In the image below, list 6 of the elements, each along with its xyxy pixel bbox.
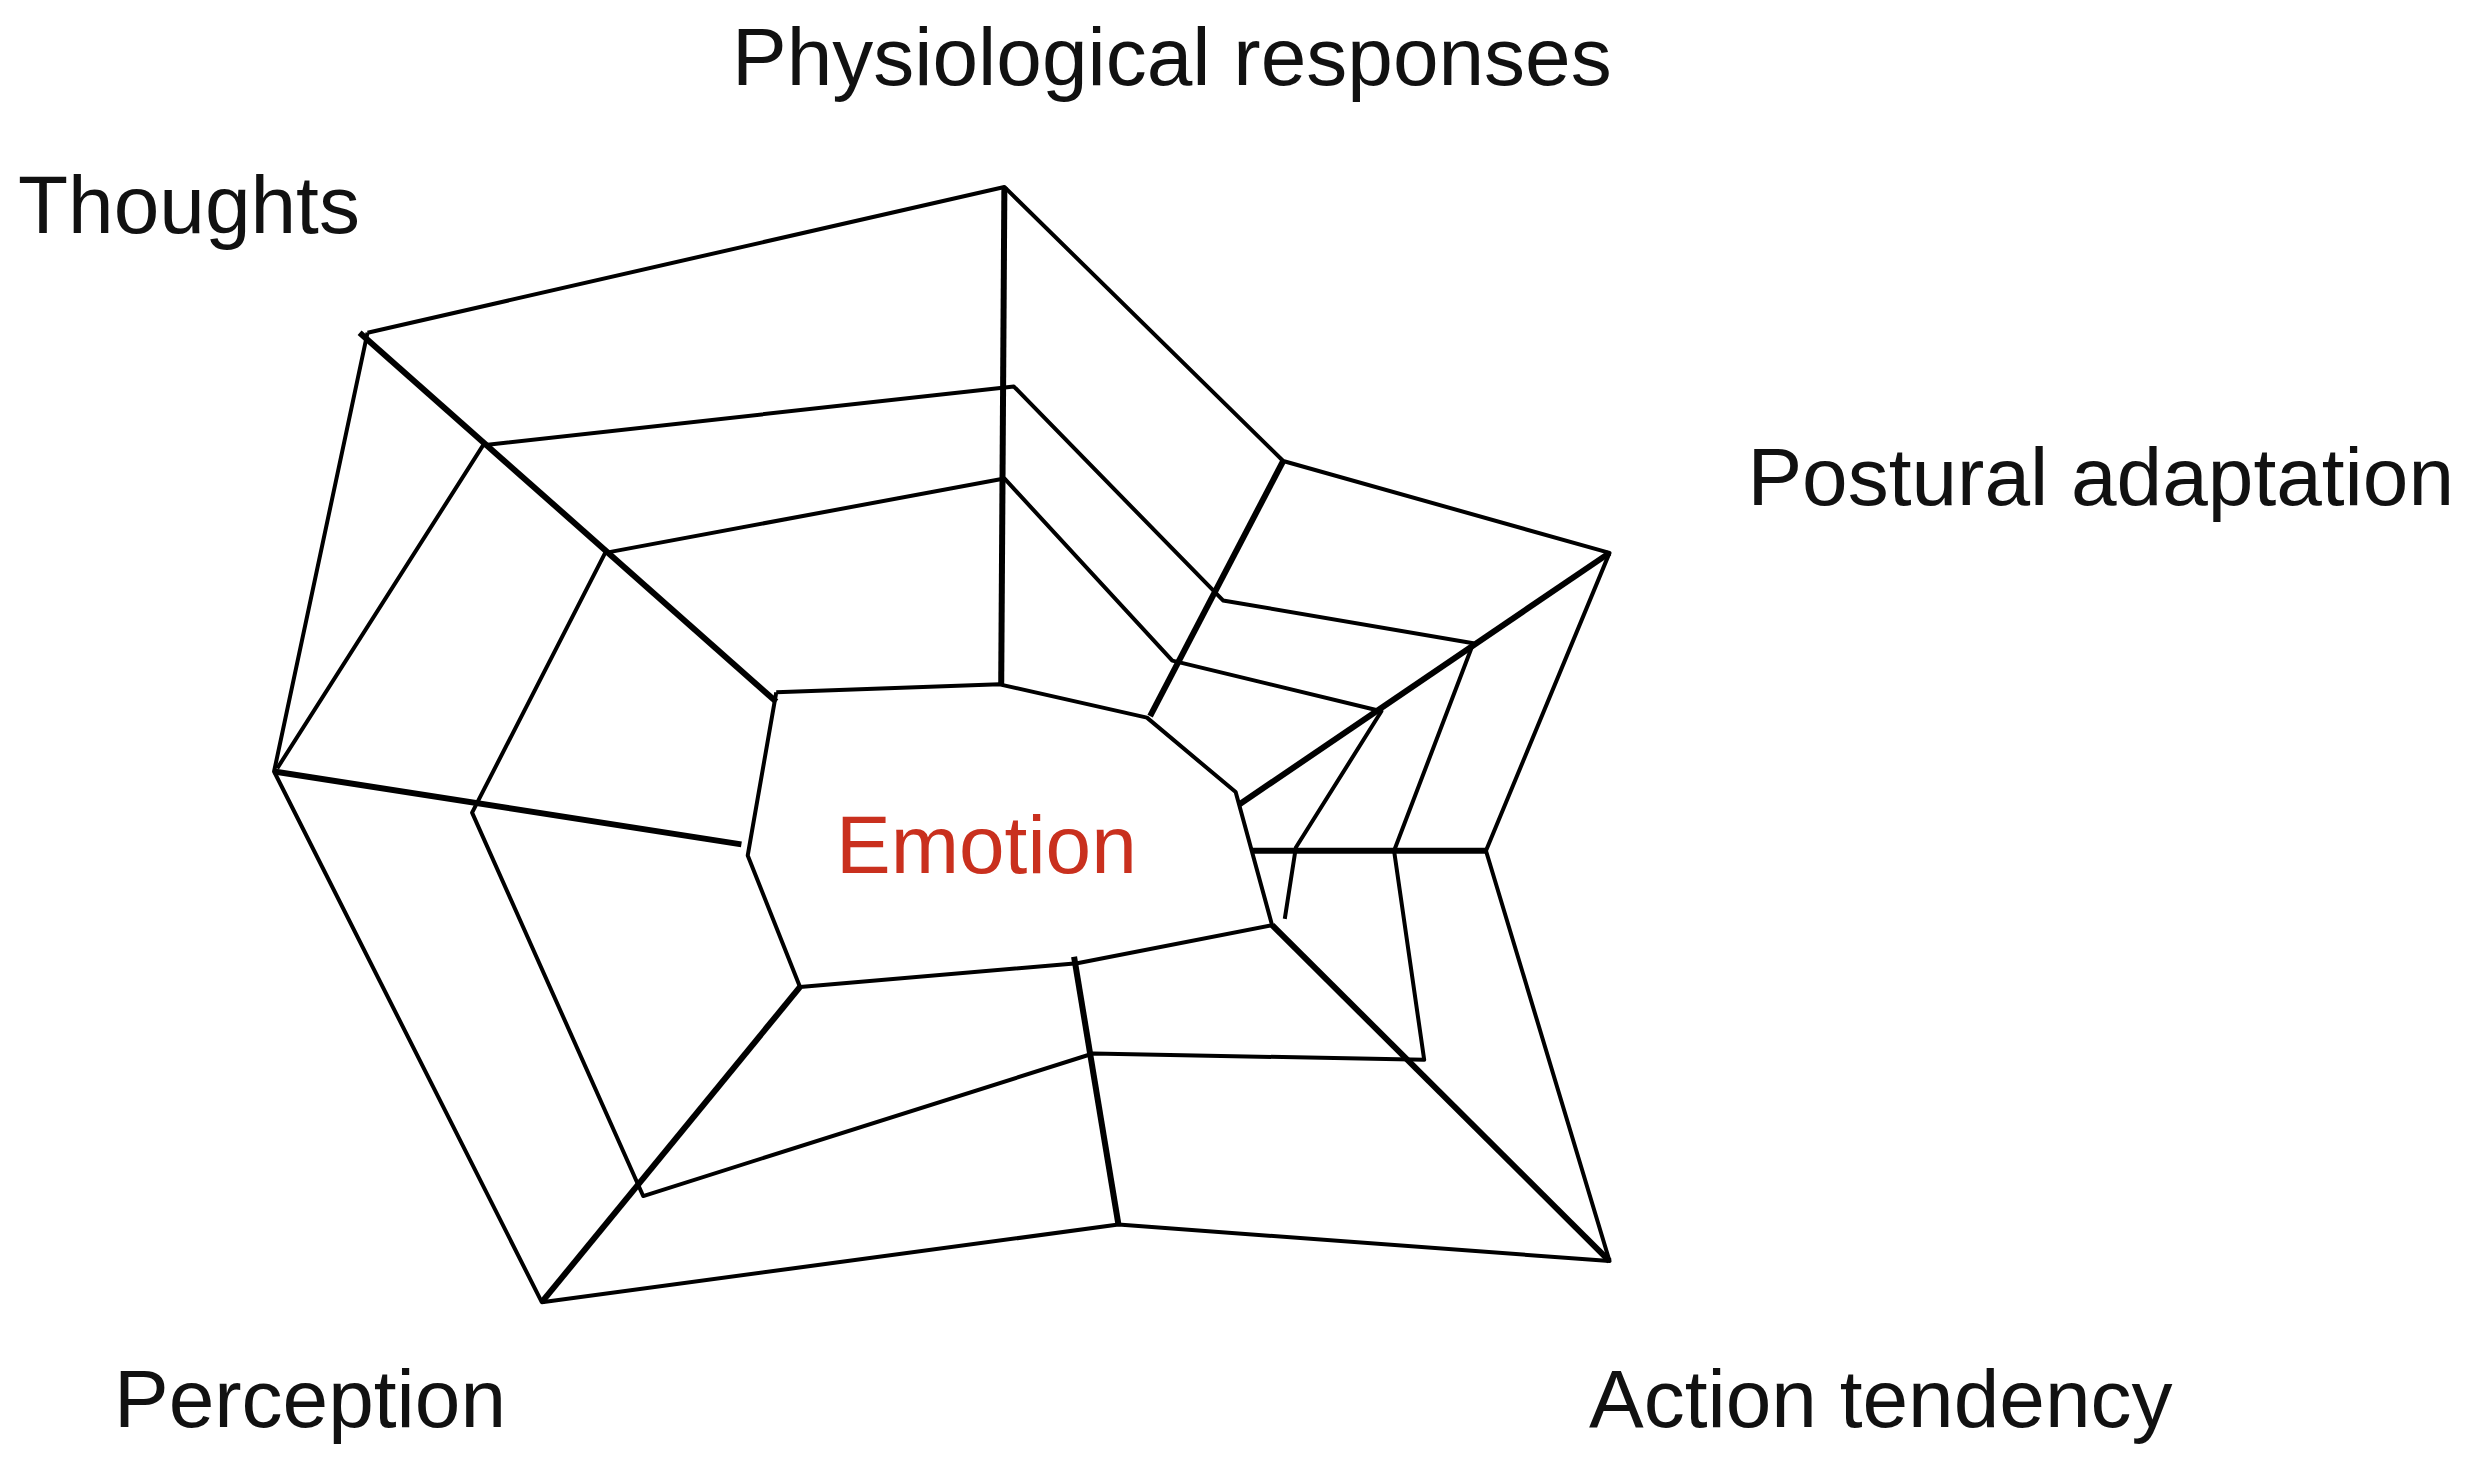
axis-label: Action tendency [1589, 1354, 2173, 1445]
center-label: Emotion [836, 800, 1137, 891]
axis-label: Perception [114, 1354, 507, 1445]
axis-label: Physiological responses [732, 12, 1612, 103]
axis-label: Thoughts [18, 160, 360, 251]
axis-label: Postural adaptation [1747, 432, 2454, 523]
